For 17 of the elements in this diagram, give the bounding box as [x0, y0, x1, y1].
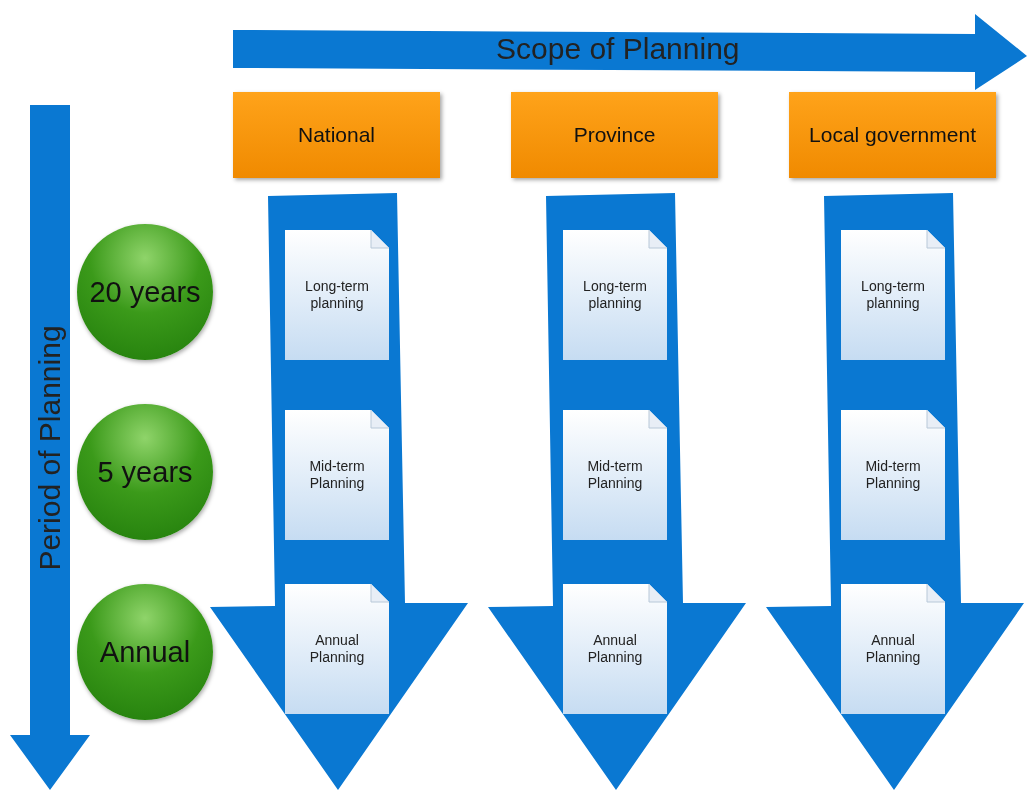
document-node: Annual Planning: [285, 584, 389, 714]
axis-label: Scope of Planning: [496, 32, 740, 66]
document-node: Mid-term Planning: [563, 410, 667, 540]
document-node: Long-term planning: [841, 230, 945, 360]
period-circle: Annual: [77, 584, 213, 720]
document-node: Long-term planning: [285, 230, 389, 360]
period-circle: 20 years: [77, 224, 213, 360]
period-circle: 5 years: [77, 404, 213, 540]
axis-label: Period of Planning: [33, 325, 67, 571]
header-box: Province: [511, 92, 718, 178]
document-node: Mid-term Planning: [285, 410, 389, 540]
document-node: Annual Planning: [841, 584, 945, 714]
document-node: Long-term planning: [563, 230, 667, 360]
document-node: Annual Planning: [563, 584, 667, 714]
header-box: National: [233, 92, 440, 178]
document-node: Mid-term Planning: [841, 410, 945, 540]
header-box: Local government: [789, 92, 996, 178]
